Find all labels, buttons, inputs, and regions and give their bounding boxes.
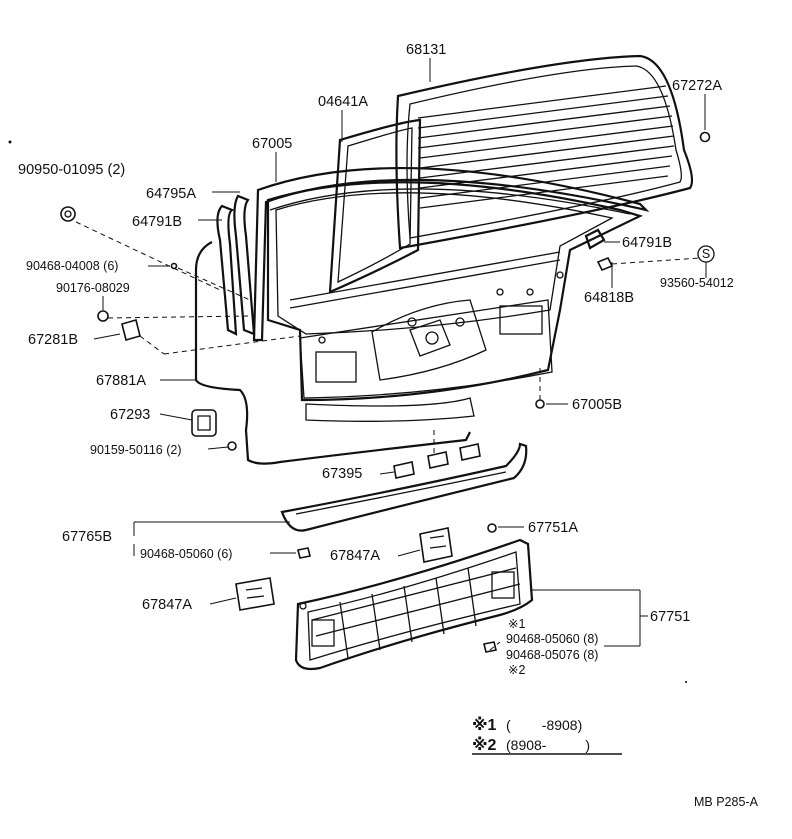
- rear-garnish: [280, 442, 528, 532]
- label-90468-05060-left: 90468-05060 (6): [140, 547, 232, 561]
- label-note1: ※1: [508, 617, 525, 631]
- weatherstrip-left-64795a: [233, 194, 256, 336]
- label-67765b: 67765B: [62, 529, 112, 545]
- label-93560: 93560-54012: [660, 276, 734, 290]
- label-67293: 67293: [110, 407, 150, 423]
- label-67847a-left: 67847A: [142, 597, 192, 613]
- glass-weatherstrip: [328, 118, 422, 294]
- legend-text-2: (8908- ): [506, 737, 590, 753]
- label-64791b-right: 64791B: [622, 235, 672, 251]
- label-67395: 67395: [322, 466, 362, 482]
- inner-trim-board: [294, 538, 534, 671]
- label-64795a: 64795A: [146, 186, 196, 202]
- cushion-67293: [191, 409, 217, 437]
- hinge-cover-67847a-mid: [419, 527, 453, 563]
- hole-plugs: [393, 443, 481, 479]
- legend-mark-1: ※1: [472, 716, 497, 734]
- label-64791b-left: 64791B: [132, 214, 182, 230]
- label-90468-05060-right: 90468-05060 (8): [506, 632, 598, 646]
- label-67847a-mid: 67847A: [330, 548, 380, 564]
- label-04641a: 04641A: [318, 94, 368, 110]
- legend-mark-2: ※2: [472, 736, 497, 754]
- label-67005b: 67005B: [572, 397, 622, 413]
- s-marker-text: S: [702, 247, 710, 261]
- label-67281b: 67281B: [28, 332, 78, 348]
- rear-glass: [395, 54, 694, 250]
- weatherstrip-right-64791b: [584, 228, 606, 250]
- legend-text-1: ( -8908): [506, 717, 582, 733]
- label-90950: 90950-01095 (2): [18, 162, 125, 178]
- leader-lines: [93, 58, 707, 647]
- label-90468-05076: 90468-05076 (8): [506, 648, 598, 662]
- legend: ※1 ( -8908) ※2 (8908- ): [472, 716, 622, 755]
- label-90176: 90176-08029: [56, 281, 130, 295]
- clip-67281b: [121, 319, 141, 341]
- part-labels: 68131 04641A 67272A 67005 90950-01095 (2…: [18, 42, 734, 677]
- diagram-code: MB P285-A: [694, 795, 759, 809]
- hinge-cover-67847a-left: [235, 577, 275, 611]
- label-67272a: 67272A: [672, 78, 722, 94]
- label-64818b: 64818B: [584, 290, 634, 306]
- dashed-lines: [75, 221, 701, 651]
- label-90159: 90159-50116 (2): [90, 443, 182, 457]
- label-67005: 67005: [252, 136, 292, 152]
- label-67751a: 67751A: [528, 520, 578, 536]
- label-90468-04008: 90468-04008 (6): [26, 259, 118, 273]
- stray-dot: [8, 140, 12, 144]
- back-door-panel: [266, 181, 644, 422]
- stray-dot: [685, 681, 687, 683]
- label-67881a: 67881A: [96, 373, 146, 389]
- label-68131: 68131: [406, 42, 446, 58]
- label-67751: 67751: [650, 609, 690, 625]
- door-weatherstrip: [252, 166, 650, 342]
- weatherstrip-left-64791b: [216, 204, 238, 336]
- fasteners: [60, 131, 711, 653]
- opening-trim: [194, 241, 471, 465]
- label-note2: ※2: [508, 663, 525, 677]
